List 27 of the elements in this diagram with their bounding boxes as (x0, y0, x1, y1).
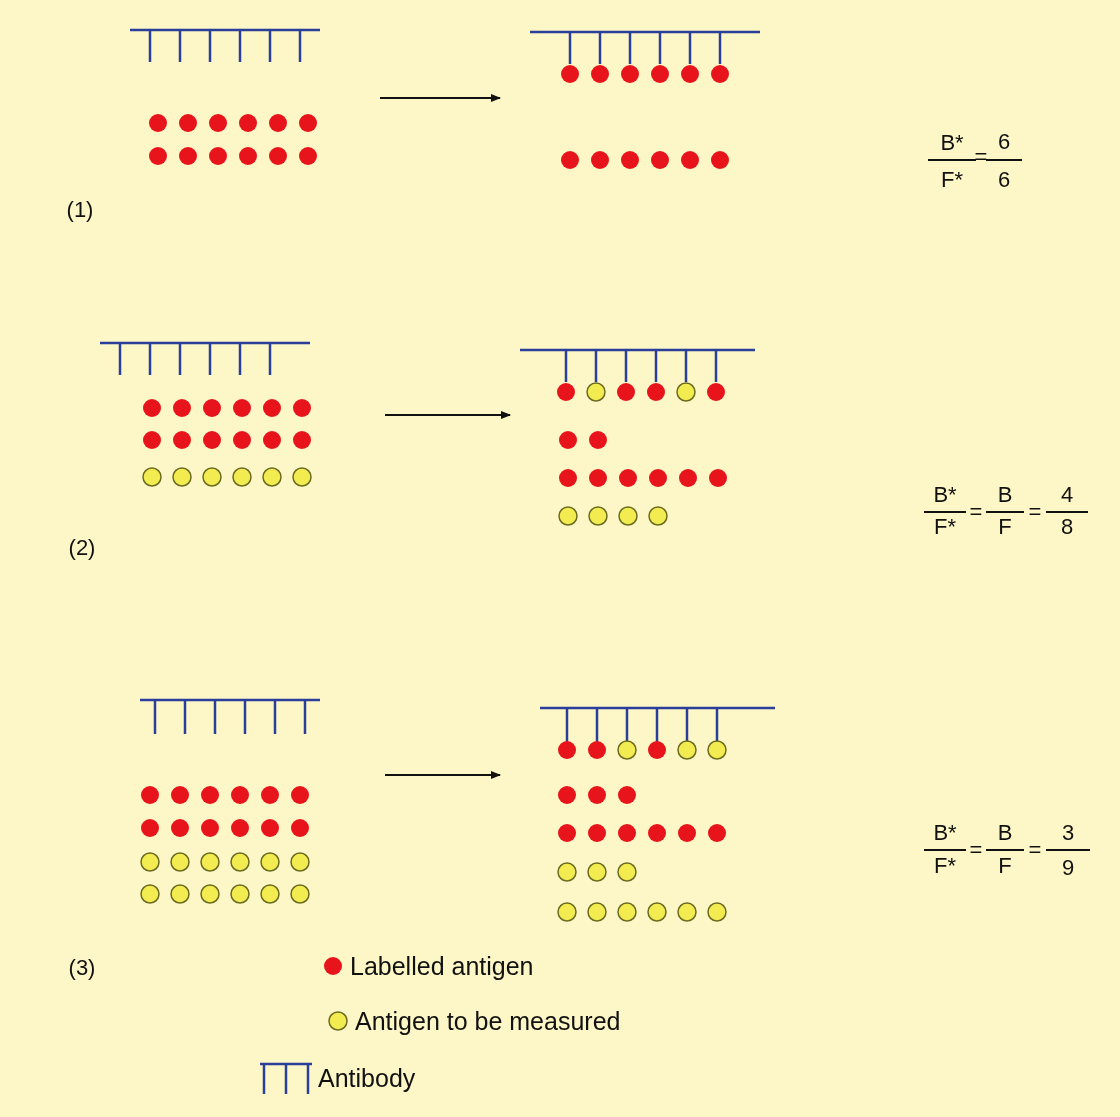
fraction-symbol: B* (933, 484, 957, 506)
fraction-value: 6 (997, 169, 1011, 191)
legend-label: Antigen to be measured (355, 1008, 621, 1034)
equals-sign: = (1028, 839, 1042, 861)
fraction-symbol: F* (934, 855, 956, 877)
fraction-symbol: F* (941, 169, 963, 191)
fraction-symbol: B (997, 484, 1013, 506)
panel-number: (3) (68, 957, 96, 979)
fraction-symbol: B* (940, 132, 964, 154)
fraction-value: 9 (1061, 857, 1075, 879)
fraction-value: 6 (997, 131, 1011, 153)
panel-number: (1) (66, 199, 94, 221)
fraction-symbol: F (998, 855, 1012, 877)
equals-sign: = (969, 501, 983, 523)
fraction-value: 4 (1060, 484, 1074, 506)
fraction-symbol: F (998, 516, 1012, 538)
legend-label: Labelled antigen (350, 953, 534, 979)
fraction-symbol: F* (934, 516, 956, 538)
equals-sign: = (974, 146, 988, 168)
fraction-symbol: B (997, 822, 1013, 844)
legend-label: Antibody (318, 1065, 416, 1091)
equals-sign: = (1028, 501, 1042, 523)
fraction-value: 3 (1061, 822, 1075, 844)
panel-number: (2) (68, 537, 96, 559)
fraction-symbol: B* (933, 822, 957, 844)
equals-sign: = (969, 839, 983, 861)
fraction-value: 8 (1060, 516, 1074, 538)
